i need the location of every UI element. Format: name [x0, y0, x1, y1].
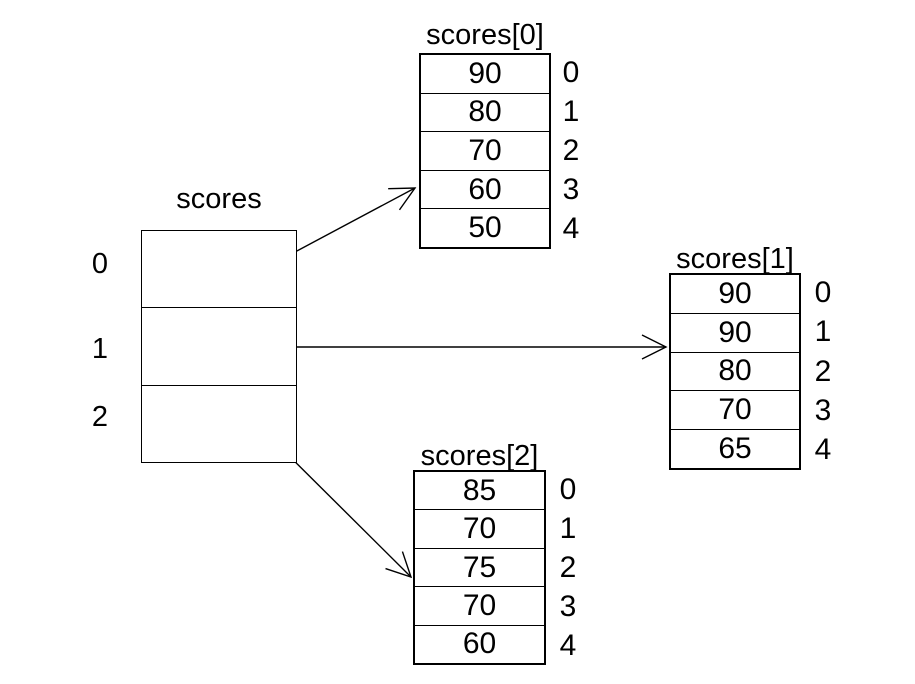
array-cell: 90 [671, 312, 799, 352]
array-cell: 90 [718, 276, 752, 310]
index-label: 2 [562, 134, 580, 167]
array-cell: 70 [671, 390, 799, 429]
pointer-index-0: 0 [91, 248, 109, 280]
subarray-0-title: scores[0] [426, 19, 544, 51]
array-cell: 80 [671, 351, 799, 391]
array-cell: 90 [468, 56, 502, 90]
index-label: 1 [562, 94, 580, 128]
subarray-0-table: 90 80 70 60 50 [419, 53, 551, 249]
index-label: 4 [562, 212, 580, 246]
index-label: 0 [562, 55, 580, 89]
array-cell: 60 [421, 169, 549, 209]
pointer-cell-0 [142, 231, 296, 307]
index-label: 0 [814, 275, 832, 309]
index-label: 2 [559, 550, 577, 584]
pointer-index-2: 2 [91, 401, 109, 433]
subarray-1-indices: 0 1 2 3 4 [801, 273, 845, 470]
pointer-index-1: 1 [91, 333, 109, 365]
pointer-array-box [141, 230, 297, 463]
array-cell: 70 [415, 586, 544, 624]
index-label: 1 [814, 315, 832, 349]
index-label: 2 [814, 354, 832, 388]
subarray-1-title: scores[1] [676, 243, 794, 275]
subarray-0-indices: 0 1 2 3 4 [551, 53, 591, 249]
array-cell: 65 [671, 429, 799, 468]
array-cell: 75 [415, 547, 544, 586]
array-cell: 85 [462, 473, 497, 507]
index-label: 3 [562, 173, 580, 207]
pointer-cell-1 [142, 307, 296, 384]
array-cell: 70 [421, 131, 549, 170]
subarray-2-title: scores[2] [420, 440, 539, 472]
index-label: 4 [559, 628, 577, 662]
index-label: 1 [559, 511, 577, 545]
subarray-2-indices: 0 1 2 3 4 [546, 470, 590, 665]
array-cell: 60 [415, 624, 544, 663]
index-label: 0 [559, 472, 577, 506]
pointer-cell-2 [142, 384, 296, 462]
array-cell: 80 [421, 92, 549, 132]
array-cell: 50 [421, 208, 549, 247]
index-label: 4 [814, 433, 832, 467]
pointer-array-title: scores [176, 183, 262, 215]
index-label: 3 [814, 393, 832, 427]
subarray-1-table: 90 90 80 70 65 [669, 273, 801, 470]
array-cell: 70 [415, 509, 544, 547]
index-label: 3 [559, 589, 577, 623]
subarray-2-table: 85 70 75 70 60 [413, 470, 546, 665]
